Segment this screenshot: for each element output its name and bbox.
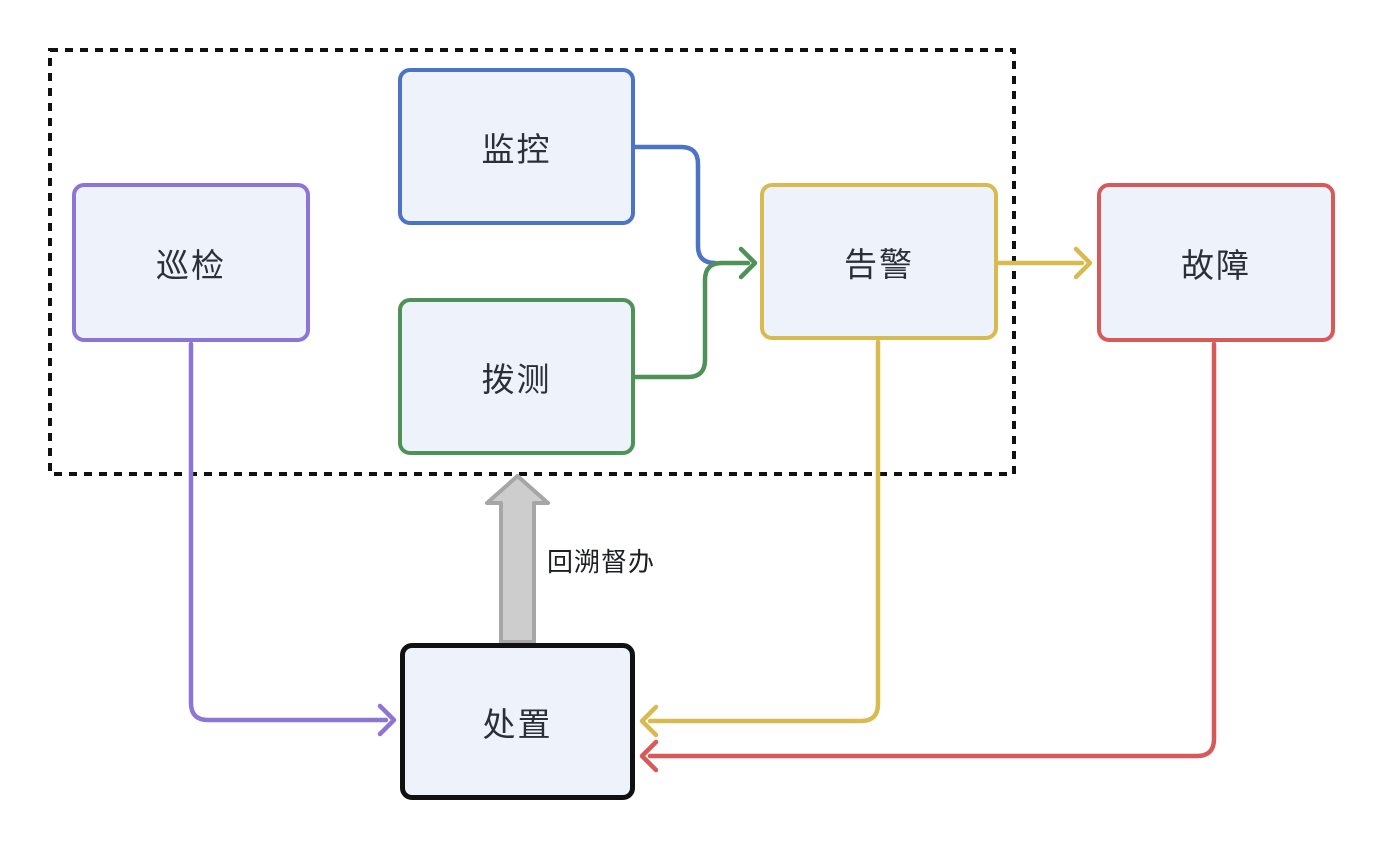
node-alert-label: 告警 (844, 245, 914, 283)
edge-inspection-to-handling (188, 341, 389, 723)
edge-monitoring-to-alert (632, 144, 718, 266)
edge-dial-test-to-alert (632, 260, 751, 380)
node-handling-label: 处置 (482, 705, 553, 743)
node-monitoring-label: 监控 (481, 130, 552, 168)
arrowhead-alert-to-fault (1073, 246, 1093, 280)
back-arrow-block (485, 474, 550, 644)
arrowhead-dial-test-to-alert (738, 246, 758, 280)
node-inspection-label: 巡检 (156, 246, 226, 284)
back-arrow-label: 回溯督办 (547, 547, 656, 577)
node-dial-test: 拨测 (398, 298, 635, 455)
arrowhead-fault-to-handling (639, 739, 659, 773)
edge-alert-to-handling (647, 339, 881, 724)
edge-fault-to-handling (647, 341, 1217, 759)
node-fault: 故障 (1097, 183, 1335, 342)
node-alert: 告警 (760, 183, 998, 340)
arrowhead-alert-to-handling (639, 704, 659, 738)
node-handling: 处置 (400, 643, 635, 800)
node-inspection: 巡检 (72, 183, 310, 342)
node-monitoring: 监控 (398, 68, 635, 225)
arrowhead-inspection-to-handling (377, 703, 397, 737)
node-dial-test-label: 拨测 (481, 360, 552, 398)
node-fault-label: 故障 (1181, 246, 1251, 284)
